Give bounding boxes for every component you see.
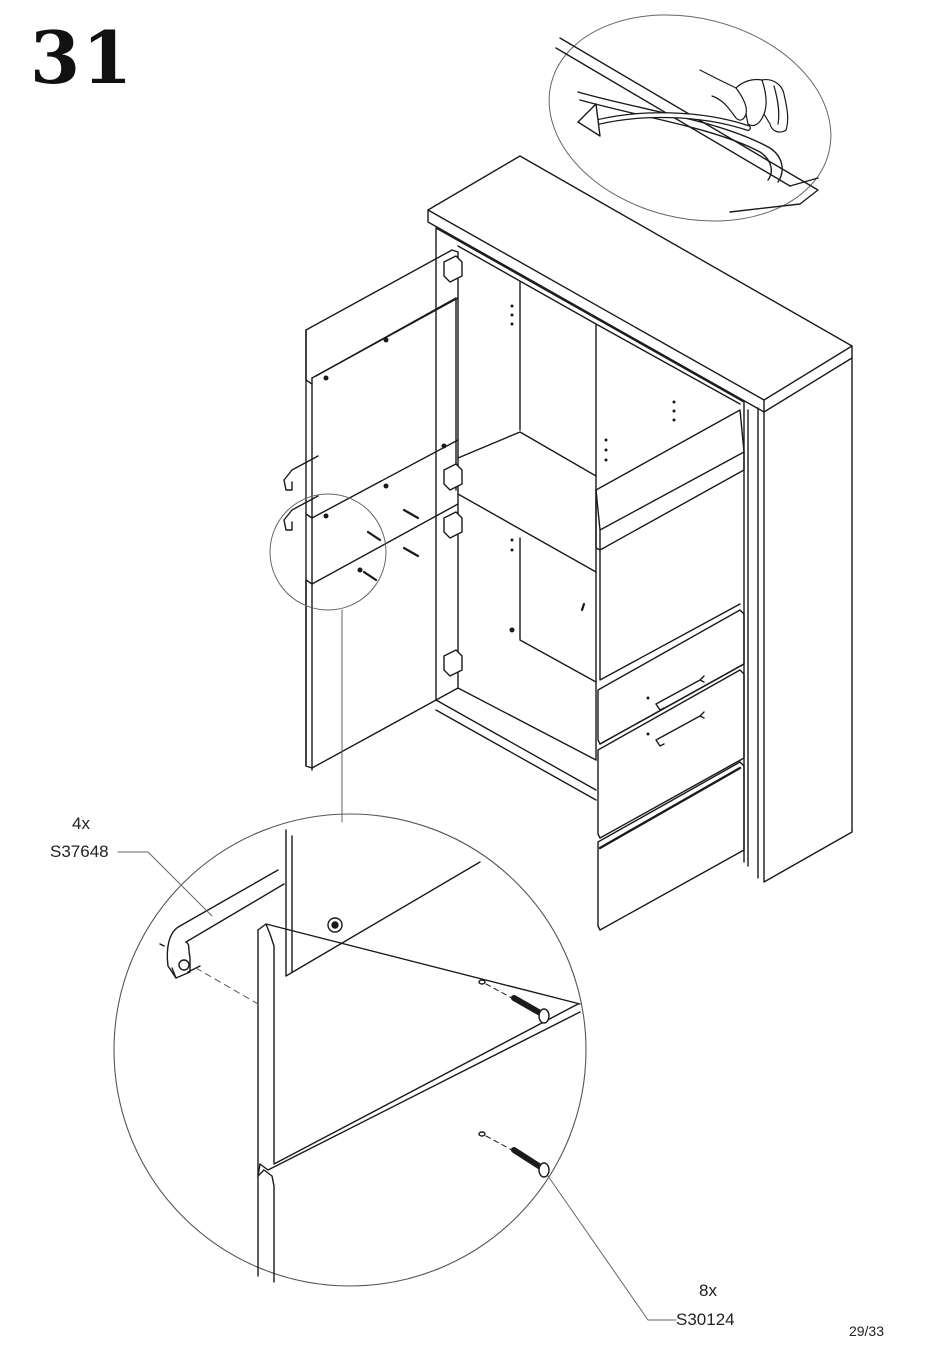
peel-film-inset [527,0,853,250]
part-code-label: S37648 [50,842,109,862]
left-door [270,250,462,770]
handle-icon [656,676,704,746]
page-number: 29/33 [849,1323,884,1339]
hand-peel-film-icon [700,70,788,132]
part-quantity-label: 8x [699,1281,717,1301]
detail-zoom [114,814,586,1286]
cabinet [428,156,852,882]
handle-icon [284,456,318,530]
part-code-label: S30124 [676,1310,735,1330]
part-quantity-label: 4x [72,814,90,834]
screw-icon [479,1132,549,1177]
screw-icon [479,980,549,1023]
right-front [582,410,744,930]
